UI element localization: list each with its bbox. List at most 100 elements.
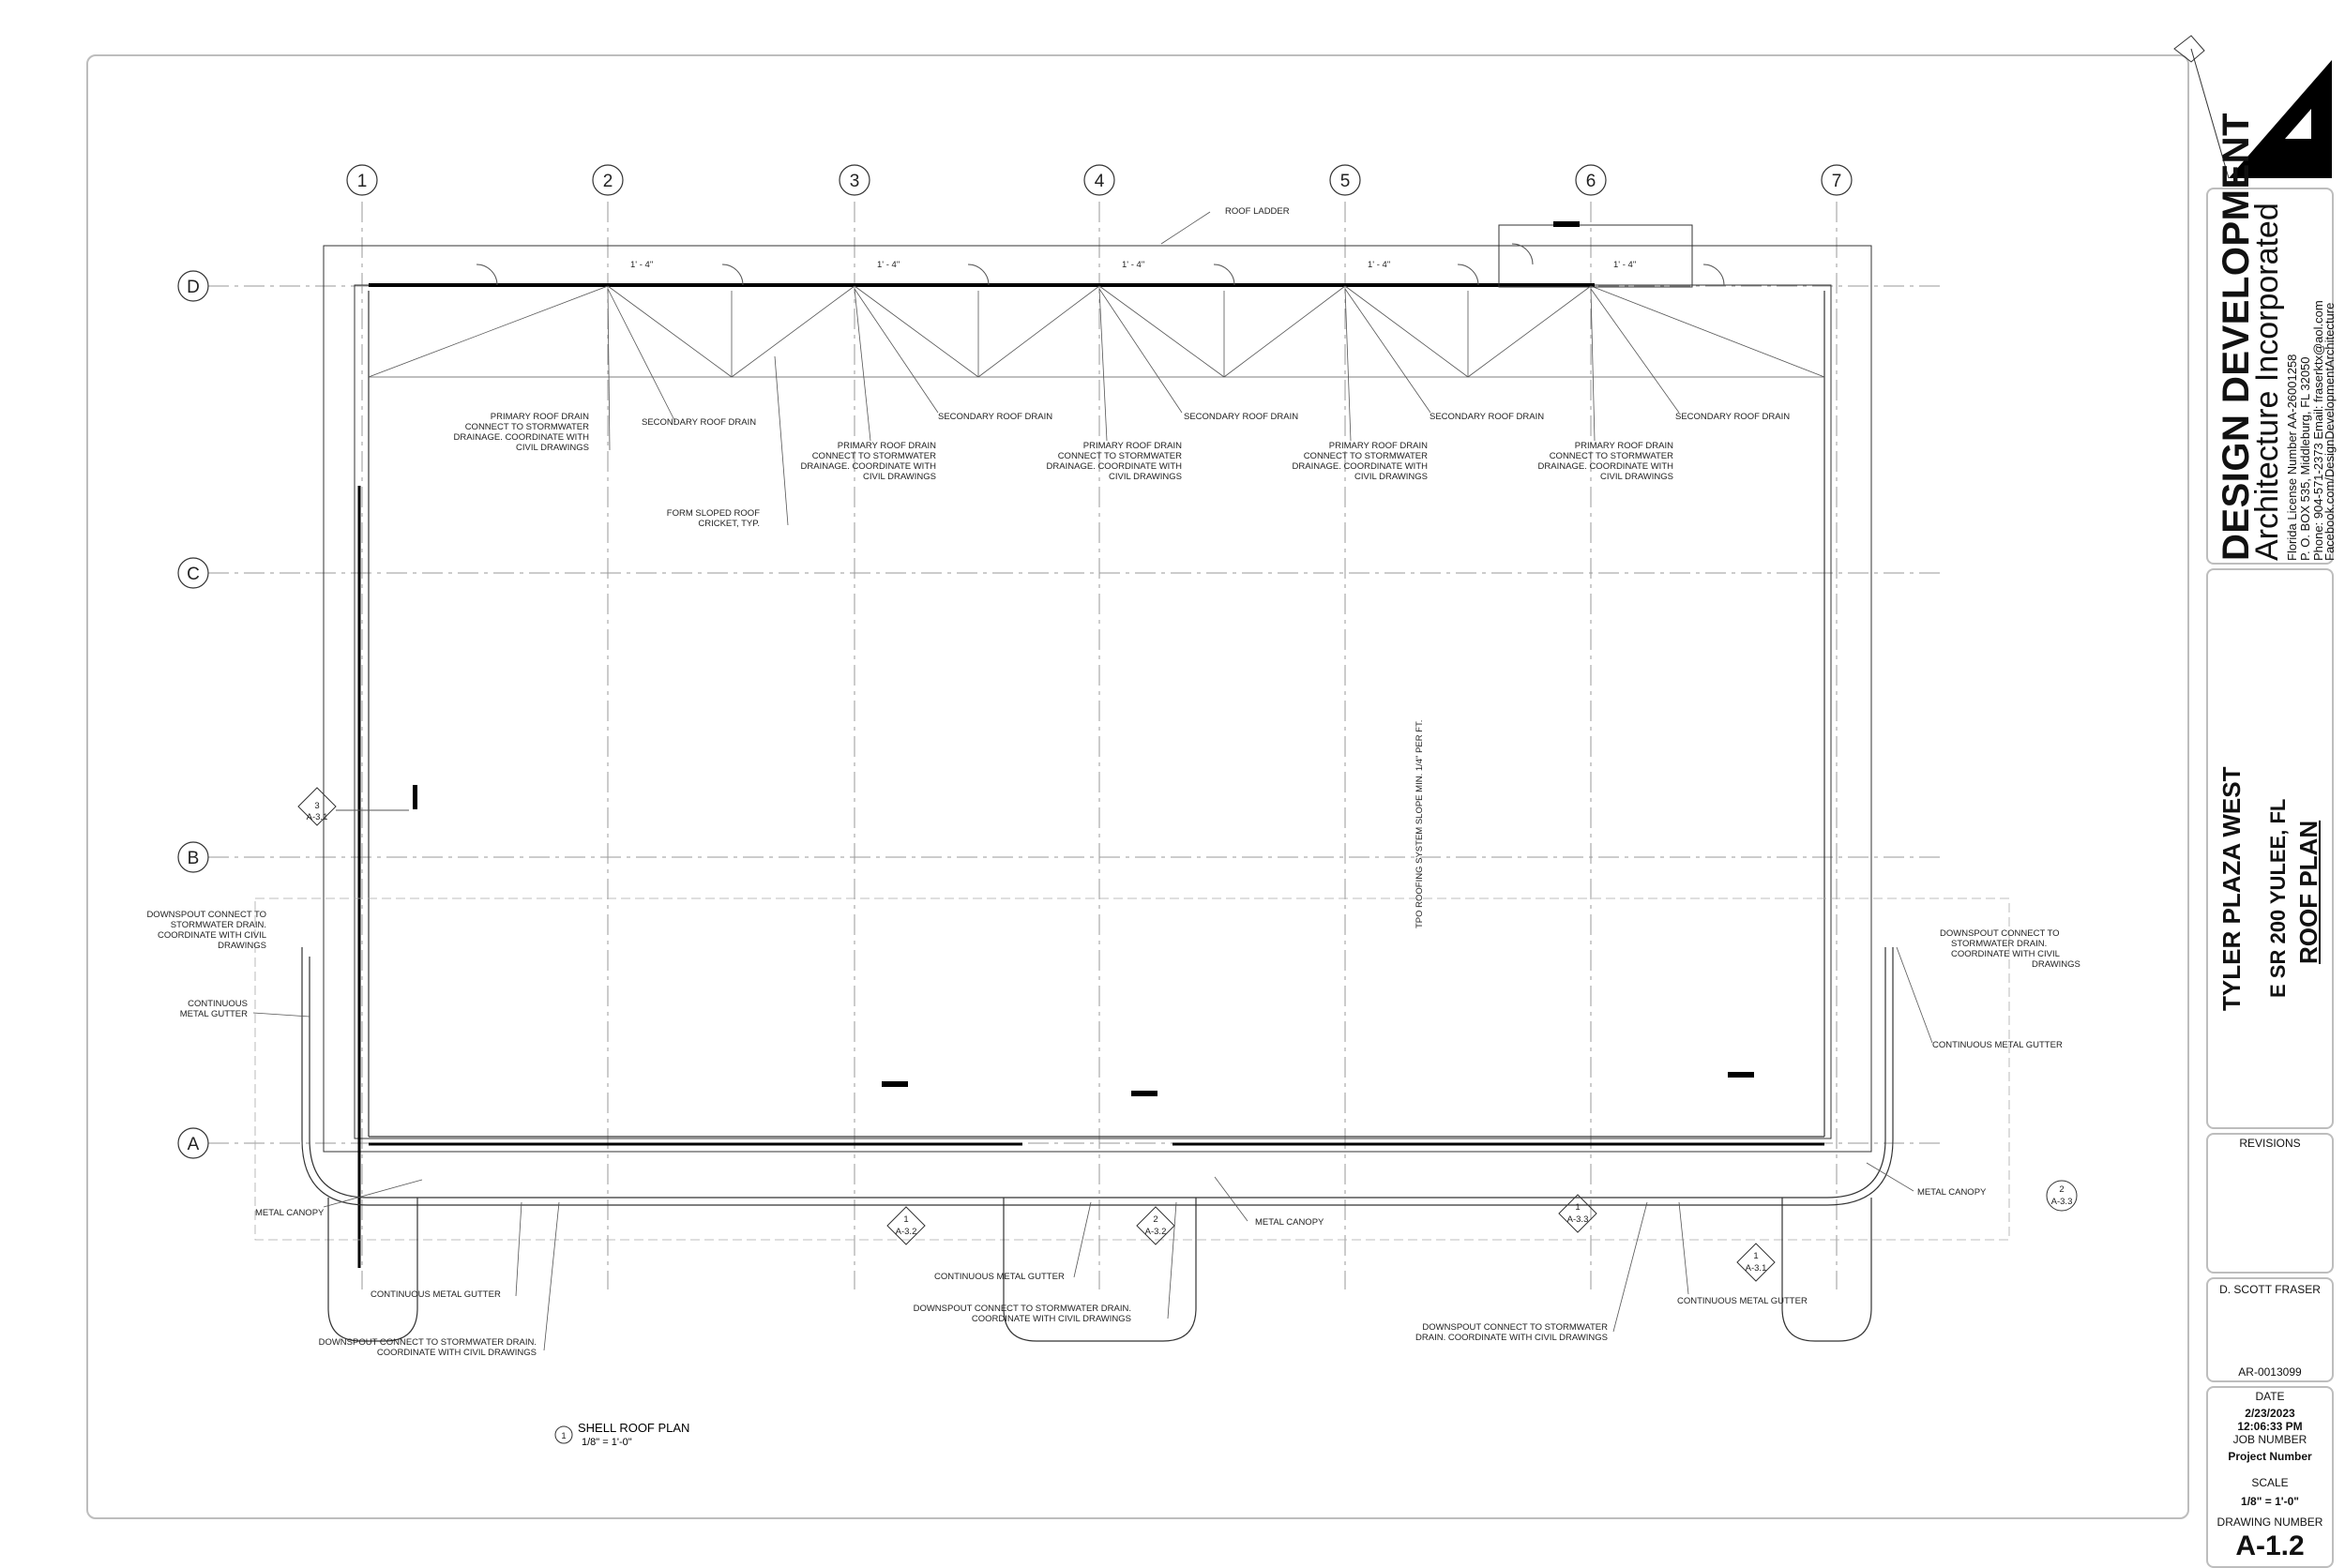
note-primary-drain-a2: CONNECT TO STORMWATER	[465, 422, 589, 432]
firm-address: P. O. BOX 535, Middleburg, FL 32050	[2298, 356, 2312, 561]
section-marker-a-3-3-a[interactable]: 1 A-3.3	[1558, 1194, 1597, 1233]
date-value: 2/23/2023	[2245, 1407, 2295, 1420]
view-title: 1 SHELL ROOF PLAN 1/8" = 1'-0"	[554, 1421, 689, 1448]
project-name: TYLER PLAZA WEST	[2217, 766, 2246, 1011]
section-sheet: A-3.2	[896, 1227, 917, 1237]
revisions-panel: REVISIONS	[2206, 1133, 2334, 1274]
note-downspout-right-4: DRAWINGS	[2032, 959, 2080, 970]
note-primary-drain-e1: PRIMARY ROOF DRAIN	[1575, 441, 1673, 451]
dark-marks	[413, 221, 1754, 1096]
firm-panel: DESIGN DEVELOPMENT Architecture Incorpor…	[2206, 113, 2337, 565]
note-downspout-bottom-c2: DRAIN. COORDINATE WITH CIVIL DRAWINGS	[1415, 1333, 1608, 1343]
note-primary-drain-c3: DRAINAGE. COORDINATE WITH	[1047, 461, 1183, 472]
section-marker-a-3-1-right[interactable]: 1 A-3.1	[1736, 1243, 1776, 1282]
dim-drain-5: 1' - 4"	[1368, 260, 1390, 270]
note-primary-drain-b3: DRAINAGE. COORDINATE WITH	[801, 461, 937, 472]
grid-row-d: D	[187, 278, 200, 297]
note-primary-drain-b4: CIVIL DRAWINGS	[863, 472, 936, 482]
note-roof-ladder: ROOF LADDER	[1225, 206, 1290, 217]
section-marker-a-3-1-left[interactable]: 3 A-3.1	[297, 787, 409, 826]
scale-label: SCALE	[2251, 1476, 2289, 1489]
section-sheet: A-3.1	[307, 812, 328, 822]
note-metal-canopy-right: METAL CANOPY	[1917, 1187, 1987, 1198]
project-address: E SR 200 YULEE, FL	[2266, 798, 2290, 998]
view-number: 1	[561, 1431, 566, 1441]
architect-license: AR-0013099	[2238, 1365, 2302, 1379]
section-sheet: A-3.3	[2051, 1197, 2073, 1207]
note-primary-drain-c4: CIVIL DRAWINGS	[1109, 472, 1182, 482]
section-num: 2	[2059, 1184, 2064, 1195]
note-gutter-right: CONTINUOUS METAL GUTTER	[1932, 1040, 2063, 1050]
section-num: 1	[903, 1214, 908, 1225]
note-primary-drain-d1: PRIMARY ROOF DRAIN	[1329, 441, 1428, 451]
roof-slope-lines	[368, 285, 1825, 378]
note-metal-canopy-left: METAL CANOPY	[255, 1208, 325, 1218]
note-primary-drain-d2: CONNECT TO STORMWATER	[1304, 451, 1428, 461]
note-primary-drain-c1: PRIMARY ROOF DRAIN	[1083, 441, 1182, 451]
note-secondary-drain-5: SECONDARY ROOF DRAIN	[1675, 412, 1790, 422]
note-primary-drain-b1: PRIMARY ROOF DRAIN	[838, 441, 936, 451]
view-scale-text: 1/8" = 1'-0"	[582, 1437, 632, 1448]
note-tpo-slope: TPO ROOFING SYSTEM SLOPE MIN. 1/4" PER F…	[1415, 720, 1425, 928]
firm-license: Florida License Number AA-26001258	[2285, 354, 2299, 561]
note-primary-drain-e2: CONNECT TO STORMWATER	[1550, 451, 1673, 461]
note-primary-drain-c2: CONNECT TO STORMWATER	[1058, 451, 1182, 461]
note-downspout-left-2: STORMWATER DRAIN.	[171, 920, 266, 930]
note-primary-drain-e4: CIVIL DRAWINGS	[1600, 472, 1673, 482]
note-downspout-right-2: STORMWATER DRAIN.	[1951, 939, 2047, 949]
grid-col-7: 7	[1832, 172, 1842, 191]
note-primary-drain-d4: CIVIL DRAWINGS	[1354, 472, 1428, 482]
note-primary-drain-e3: DRAINAGE. COORDINATE WITH	[1538, 461, 1674, 472]
section-num: 2	[1153, 1214, 1157, 1225]
section-sheet: A-3.3	[1567, 1214, 1589, 1225]
architect-name: D. SCOTT FRASER	[2219, 1283, 2321, 1296]
section-num: 1	[1575, 1202, 1580, 1213]
note-gutter-bottom-2: CONTINUOUS METAL GUTTER	[934, 1272, 1065, 1282]
note-gutter-left-2: METAL GUTTER	[180, 1009, 248, 1019]
note-primary-drain-a1: PRIMARY ROOF DRAIN	[491, 412, 589, 422]
section-num: 3	[314, 801, 319, 811]
section-marker-a-3-3-b[interactable]: 2 A-3.3	[2046, 1180, 2078, 1212]
note-downspout-left-4: DRAWINGS	[218, 941, 266, 951]
grid-row-a: A	[188, 1135, 200, 1154]
section-num: 1	[1753, 1251, 1758, 1261]
note-downspout-left-1: DOWNSPOUT CONNECT TO	[146, 910, 266, 920]
note-gutter-bottom-3: CONTINUOUS METAL GUTTER	[1677, 1296, 1808, 1306]
section-marker-a-3-2-a[interactable]: 1 A-3.2	[886, 1206, 926, 1245]
grid-col-1: 1	[357, 172, 368, 191]
note-primary-drain-b2: CONNECT TO STORMWATER	[812, 451, 936, 461]
grid-row-c: C	[187, 565, 200, 584]
door-swings	[476, 243, 1725, 286]
note-downspout-bottom-b1: DOWNSPOUT CONNECT TO STORMWATER DRAIN.	[914, 1304, 1131, 1314]
note-downspout-left-3: COORDINATE WITH CIVIL	[158, 930, 266, 941]
project-panel: TYLER PLAZA WEST E SR 200 YULEE, FL ROOF…	[2206, 568, 2334, 1129]
time-value: 12:06:33 PM	[2237, 1420, 2303, 1433]
note-downspout-bottom-c1: DOWNSPOUT CONNECT TO STORMWATER	[1422, 1322, 1608, 1333]
note-primary-drain-d3: DRAINAGE. COORDINATE WITH	[1293, 461, 1429, 472]
sheet-name: ROOF PLAN	[2294, 820, 2322, 964]
leader-lines	[252, 211, 1933, 1351]
note-primary-drain-a4: CIVIL DRAWINGS	[516, 443, 589, 453]
note-metal-canopy-mid: METAL CANOPY	[1255, 1217, 1324, 1228]
note-downspout-right-3: COORDINATE WITH CIVIL	[1951, 949, 2060, 959]
note-secondary-drain-3: SECONDARY ROOF DRAIN	[1184, 412, 1298, 422]
note-cricket-2: CRICKET, TYP.	[698, 519, 760, 529]
grid-row-b: B	[188, 849, 200, 868]
sheet-border	[86, 54, 2189, 1519]
drawing-number-label: DRAWING NUMBER	[2216, 1515, 2323, 1529]
date-label: DATE	[2255, 1390, 2285, 1403]
scale-value: 1/8" = 1'-0"	[2241, 1495, 2299, 1508]
dim-drain-6: 1' - 4"	[1613, 260, 1636, 270]
info-panel: DATE 2/23/2023 12:06:33 PM JOB NUMBER Pr…	[2206, 1386, 2334, 1568]
note-gutter-left-1: CONTINUOUS	[188, 999, 248, 1009]
firm-facebook: Facebook.com/DesignDevelopmentArchitectu…	[2322, 302, 2337, 561]
grid-col-6: 6	[1586, 172, 1596, 191]
north-arrow	[2173, 35, 2332, 179]
job-number-label: JOB NUMBER	[2232, 1433, 2307, 1446]
revisions-label: REVISIONS	[2239, 1137, 2301, 1150]
note-secondary-drain-1: SECONDARY ROOF DRAIN	[642, 417, 756, 428]
section-marker-a-3-2-b[interactable]: 2 A-3.2	[1136, 1206, 1175, 1245]
note-downspout-bottom-a2: COORDINATE WITH CIVIL DRAWINGS	[377, 1348, 537, 1358]
view-title-text: SHELL ROOF PLAN	[578, 1421, 689, 1435]
note-secondary-drain-4: SECONDARY ROOF DRAIN	[1430, 412, 1544, 422]
